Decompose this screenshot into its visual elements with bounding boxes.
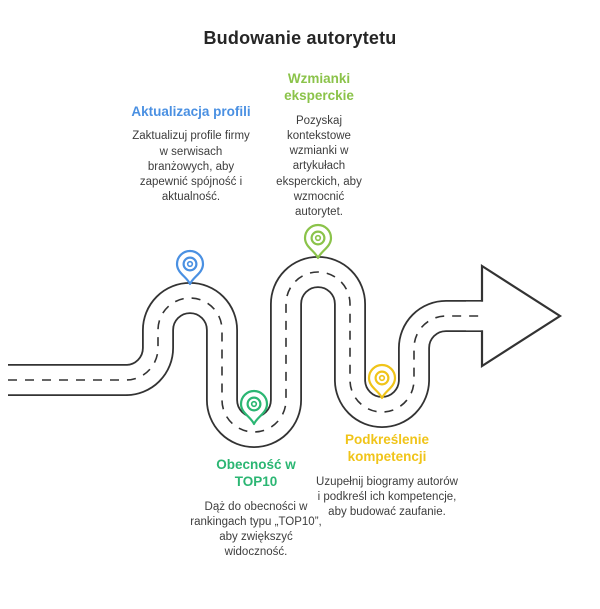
page-title: Budowanie autorytetu — [203, 28, 397, 48]
step-heading: Obecność w TOP10 — [216, 457, 296, 490]
step-highlight-competence: Podkreślenie kompetencji Uzupełnij biogr… — [316, 431, 458, 520]
step-expert-mentions: Wzmianki eksperckie Pozyskaj kontekstowe… — [260, 70, 378, 221]
step-description: Zaktualizuj profile firmy w serwisach br… — [132, 130, 250, 204]
step-description: Dąż do obecności w rankingach typu „TOP1… — [190, 500, 322, 559]
road-centerline — [8, 271, 484, 433]
step-heading: Aktualizacja profili — [131, 104, 251, 119]
step-update-profiles: Aktualizacja profili Zaktualizuj profile… — [130, 103, 252, 206]
step-description: Uzupełnij biogramy autorów i podkreśl ic… — [316, 475, 458, 519]
step-heading: Podkreślenie kompetencji — [344, 432, 430, 465]
step-description: Pozyskaj kontekstowe wzmianki w artykuła… — [276, 114, 362, 219]
map-pin-icon-mentions — [303, 223, 333, 260]
map-pin-icon-competence — [367, 363, 397, 400]
map-pin-icon-profiles — [175, 249, 205, 286]
step-top10-presence: Obecność w TOP10 Dąż do obecności w rank… — [190, 456, 322, 561]
step-heading: Wzmianki eksperckie — [284, 71, 354, 104]
